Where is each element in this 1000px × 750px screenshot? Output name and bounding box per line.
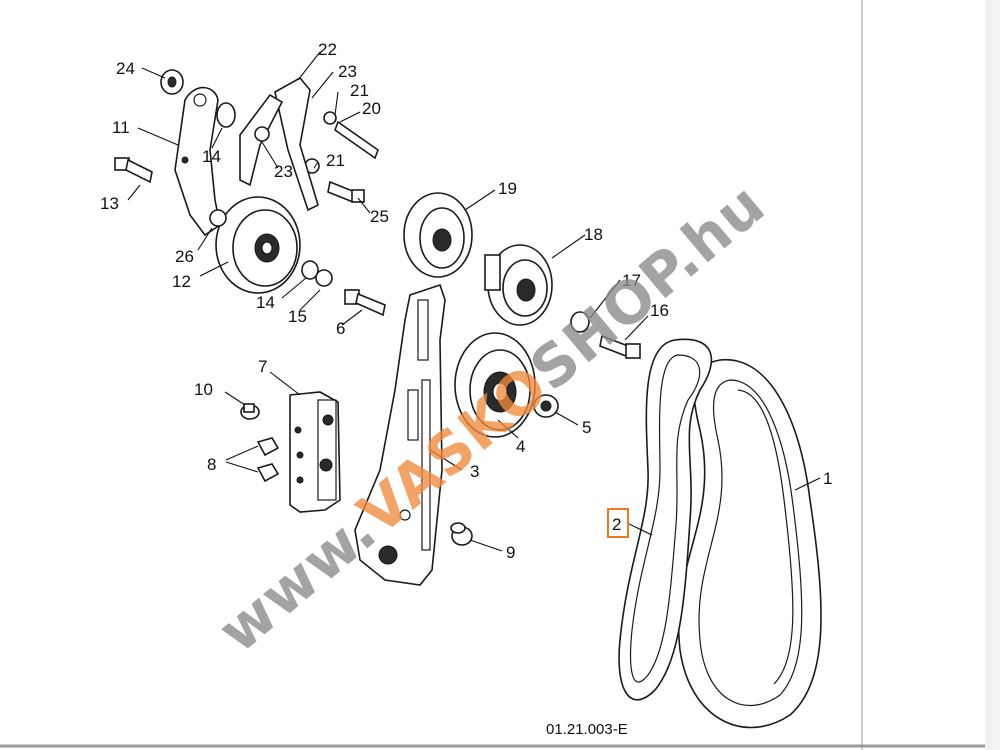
right-margin bbox=[985, 0, 1000, 750]
callout-22[interactable]: 22 bbox=[318, 40, 337, 59]
callout-21b[interactable]: 21 bbox=[326, 151, 345, 170]
nut-15 bbox=[315, 269, 333, 287]
callout-20[interactable]: 20 bbox=[362, 99, 381, 118]
watermark-prefix: www. bbox=[205, 496, 389, 666]
leader-lines bbox=[127, 51, 821, 552]
callout-21a[interactable]: 21 bbox=[350, 81, 369, 100]
watermark-brand: VASKO bbox=[346, 352, 562, 548]
link-23 bbox=[239, 93, 284, 187]
callout-11[interactable]: 11 bbox=[112, 118, 130, 137]
callout-16[interactable]: 16 bbox=[650, 301, 669, 320]
callout-2-highlight-box bbox=[607, 508, 629, 538]
bracket-7 bbox=[289, 391, 341, 513]
spacer-26 bbox=[209, 209, 227, 227]
bolt-13 bbox=[114, 157, 153, 184]
callout-4[interactable]: 4 bbox=[516, 437, 525, 456]
washer-14-bottom bbox=[301, 260, 319, 280]
callout-17[interactable]: 17 bbox=[622, 271, 641, 290]
link-22 bbox=[274, 76, 319, 212]
washer-14-top bbox=[216, 102, 236, 128]
callout-15[interactable]: 15 bbox=[288, 307, 307, 326]
pin-20 bbox=[334, 120, 379, 160]
callout-19[interactable]: 19 bbox=[498, 179, 517, 198]
bolt-16 bbox=[599, 334, 641, 359]
bolt-25 bbox=[327, 180, 365, 204]
pulley-18 bbox=[484, 244, 553, 326]
callout-23b[interactable]: 23 bbox=[274, 162, 293, 181]
callout-7[interactable]: 7 bbox=[258, 357, 267, 376]
callout-23a[interactable]: 23 bbox=[338, 62, 357, 81]
arm-3 bbox=[354, 283, 446, 586]
arm-11 bbox=[174, 86, 221, 237]
callout-1[interactable]: 1 bbox=[823, 469, 832, 488]
nut-21-top bbox=[323, 111, 337, 125]
bolt-10 bbox=[240, 403, 260, 420]
figure-code: 01.21.003-E bbox=[546, 721, 628, 738]
callout-9[interactable]: 9 bbox=[506, 543, 515, 562]
pulley-19 bbox=[403, 192, 473, 278]
nut-5 bbox=[533, 394, 559, 418]
belt-1 bbox=[677, 359, 822, 729]
callout-24[interactable]: 24 bbox=[116, 59, 135, 78]
pulley-12 bbox=[215, 196, 301, 294]
callout-26[interactable]: 26 bbox=[175, 247, 194, 266]
callout-8[interactable]: 8 bbox=[207, 455, 216, 474]
callout-3[interactable]: 3 bbox=[470, 462, 479, 481]
callout-12[interactable]: 12 bbox=[172, 272, 191, 291]
bolt-9 bbox=[450, 522, 473, 546]
washer-17 bbox=[570, 311, 590, 333]
callout-2[interactable]: 2 bbox=[612, 515, 621, 534]
pulley-4 bbox=[454, 332, 536, 438]
callout-6[interactable]: 6 bbox=[336, 319, 345, 338]
callout-14a[interactable]: 14 bbox=[202, 147, 221, 166]
callout-14b[interactable]: 14 bbox=[256, 293, 275, 312]
belt-2 bbox=[618, 338, 713, 701]
nut-24 bbox=[160, 69, 184, 95]
callouts: 1 2 3 4 5 6 7 8 9 10 11 12 13 14 14 15 1… bbox=[100, 40, 832, 562]
callout-10[interactable]: 10 bbox=[194, 380, 213, 399]
callout-5[interactable]: 5 bbox=[582, 418, 591, 437]
callout-18[interactable]: 18 bbox=[584, 225, 603, 244]
callout-13[interactable]: 13 bbox=[100, 194, 119, 213]
callout-25[interactable]: 25 bbox=[370, 207, 389, 226]
bolt-6 bbox=[344, 289, 386, 317]
bolts-8 bbox=[256, 437, 280, 483]
